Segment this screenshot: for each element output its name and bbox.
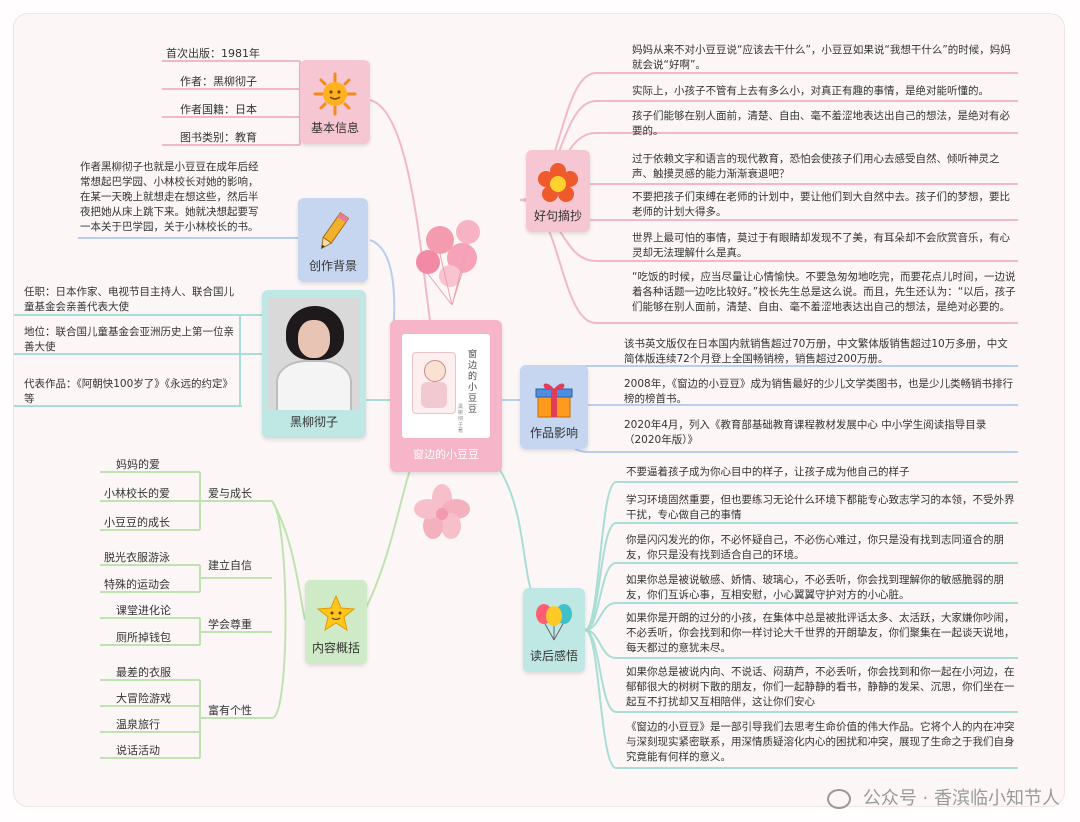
- impact-item: 该书英文版仅在日本国内就销售超过70万册，中文繁体版销售超过10万多册，中文简体…: [624, 338, 1008, 365]
- book-cover: 窗边的小豆豆 黑柳彻子 著: [402, 334, 490, 438]
- content-group-title: 爱与成长: [208, 487, 252, 500]
- author-node[interactable]: 黑柳彻子: [262, 290, 366, 438]
- content-group-title: 富有个性: [208, 704, 252, 717]
- center-node[interactable]: 窗边的小豆豆 黑柳彻子 著 窗边的小豆豆: [390, 320, 502, 472]
- reflection-item: 你是闪闪发光的你，不必怀疑自己，不必伤心难过，你只是没有找到志同道合的朋友，你只…: [626, 534, 1004, 561]
- quote-item: 实际上，小孩子不管有上去有多么小，对真正有趣的事情，是绝对能听懂的。: [632, 85, 989, 97]
- author-photo: [268, 298, 360, 410]
- reflection-item: 如果你是开朗的过分的小孩，在集体中总是被批评话太多、太活跃，大家嫌你吵闹，不必丢…: [626, 612, 1015, 654]
- wechat-icon: [827, 789, 852, 809]
- balloons-decoration-icon: [416, 220, 480, 306]
- impact-label: 作品影响: [529, 426, 578, 440]
- basic-item: 图书类别：教育: [180, 131, 257, 144]
- reflection-label: 读后感悟: [529, 649, 578, 663]
- quote-item: 过于依赖文字和语言的现代教育，恐怕会使孩子们用心去感受自然、倾听神灵之声、触摸灵…: [632, 153, 1000, 180]
- content-item: 说话活动: [116, 744, 160, 757]
- content-item: 特殊的运动会: [104, 578, 170, 591]
- balloon-icon: [536, 604, 572, 641]
- background-text: 作者黑柳彻子也就是小豆豆在成年后经常想起巴学园、小林校长对她的影响，在某一天晚上…: [80, 161, 259, 233]
- quote-item: 世界上最可怕的事情，莫过于有眼睛却发现不了美，有耳朵却不会欣赏音乐，有心灵却无法…: [632, 232, 1010, 259]
- content-item: 课堂进化论: [116, 604, 171, 617]
- content-label: 内容概括: [311, 641, 360, 655]
- basic-item: 首次出版：1981年: [166, 47, 260, 60]
- watermark: 公众号 · 香滨临小知节人: [827, 784, 1060, 810]
- author-item: 任职：日本作家、电视节目主持人、联合国儿童基金会亲善代表大使: [24, 286, 234, 313]
- background-node[interactable]: 创作背景: [298, 198, 368, 282]
- reflection-node[interactable]: 读后感悟: [523, 588, 585, 672]
- quotes-label: 好句摘抄: [533, 209, 582, 223]
- content-item: 厕所掉钱包: [116, 631, 171, 644]
- content-item: 小林校长的爱: [104, 487, 170, 500]
- author-label: 黑柳彻子: [289, 415, 338, 429]
- quote-item: 妈妈从来不对小豆豆说“应该去干什么”，小豆豆如果说“我想干什么”的时候，妈妈就会…: [632, 44, 1011, 71]
- quote-item: 不要把孩子们束缚在老师的计划中，要让他们到大自然中去。孩子们的梦想，要比老师的计…: [632, 191, 1010, 218]
- reflection-item: 《窗边的小豆豆》是一部引导我们去思考生命价值的伟大作品。它将个人的内在冲突与深刻…: [626, 721, 1015, 763]
- content-item: 大冒险游戏: [116, 692, 171, 705]
- quote-item: 孩子们能够在别人面前，清楚、自由、毫不羞涩地表达出自己的想法，是绝对有必要的。: [632, 110, 1010, 137]
- impact-item: 2008年，《窗边的小豆豆》成为销售最好的少儿文学类图书，也是少儿类畅销书排行榜…: [624, 378, 1013, 405]
- content-item: 小豆豆的成长: [104, 516, 170, 529]
- content-item: 温泉旅行: [116, 718, 160, 731]
- quote-item: “吃饭的时候，应当尽量让心情愉快。不要急匆匆地吃完，而要花点儿时间，一边说着各种…: [632, 271, 1016, 313]
- content-item: 脱光衣服游泳: [104, 551, 170, 564]
- content-group-title: 建立自信: [208, 559, 252, 572]
- pencil-icon: [320, 212, 350, 250]
- basic-info-label: 基本信息: [310, 121, 359, 135]
- reflection-item: 如果你总是被说内向、不说话、闷葫芦，不必丢听，你会找到和你一起在小河边，在郁郁很…: [626, 666, 1015, 708]
- author-item: 代表作品：《阿朝快100岁了》《永远的约定》等: [24, 378, 234, 405]
- quotes-node[interactable]: 好句摘抄: [526, 150, 590, 232]
- content-node[interactable]: 内容概括: [305, 580, 367, 664]
- impact-node[interactable]: 作品影响: [520, 365, 588, 449]
- reflection-item: 不要逼着孩子成为你心目中的样子，让孩子成为他自己的样子: [626, 466, 910, 478]
- cover-author: 黑柳彻子 著: [458, 404, 464, 434]
- cover-title: 窗边的小豆豆: [468, 350, 478, 415]
- impact-item: 2020年4月，列入《教育部基础教育课程教材发展中心 中小学生阅读指导目录（20…: [624, 419, 987, 446]
- watermark-text: 公众号 · 香滨临小知节人: [862, 788, 1060, 809]
- basic-item: 作者国籍：日本: [180, 103, 257, 116]
- reflection-item: 如果你总是被说敏感、娇情、玻璃心，不必丢听，你会找到理解你的敏感脆弱的朋友，你们…: [626, 574, 1004, 601]
- flower-icon: [538, 163, 578, 202]
- content-item: 最差的衣服: [116, 666, 171, 679]
- reflection-item: 学习环境固然重要，但也要练习无论什么环境下都能专心致志学习的本领，不受外界干扰，…: [626, 494, 1015, 521]
- basic-info-node[interactable]: 基本信息: [300, 60, 370, 144]
- sun-icon: [313, 72, 357, 116]
- content-group-title: 学会尊重: [208, 618, 252, 631]
- cover-illustration-icon: [412, 352, 456, 414]
- gift-icon: [535, 383, 573, 418]
- author-item: 地位：联合国儿童基金会亚洲历史上第一位亲善大使: [24, 326, 234, 353]
- content-item: 妈妈的爱: [116, 458, 160, 471]
- center-title: 窗边的小豆豆: [413, 448, 479, 461]
- background-label: 创作背景: [308, 259, 357, 273]
- flower-decoration-icon: [414, 484, 470, 539]
- star-icon: [316, 594, 356, 632]
- basic-item: 作者：黑柳彻子: [180, 75, 257, 88]
